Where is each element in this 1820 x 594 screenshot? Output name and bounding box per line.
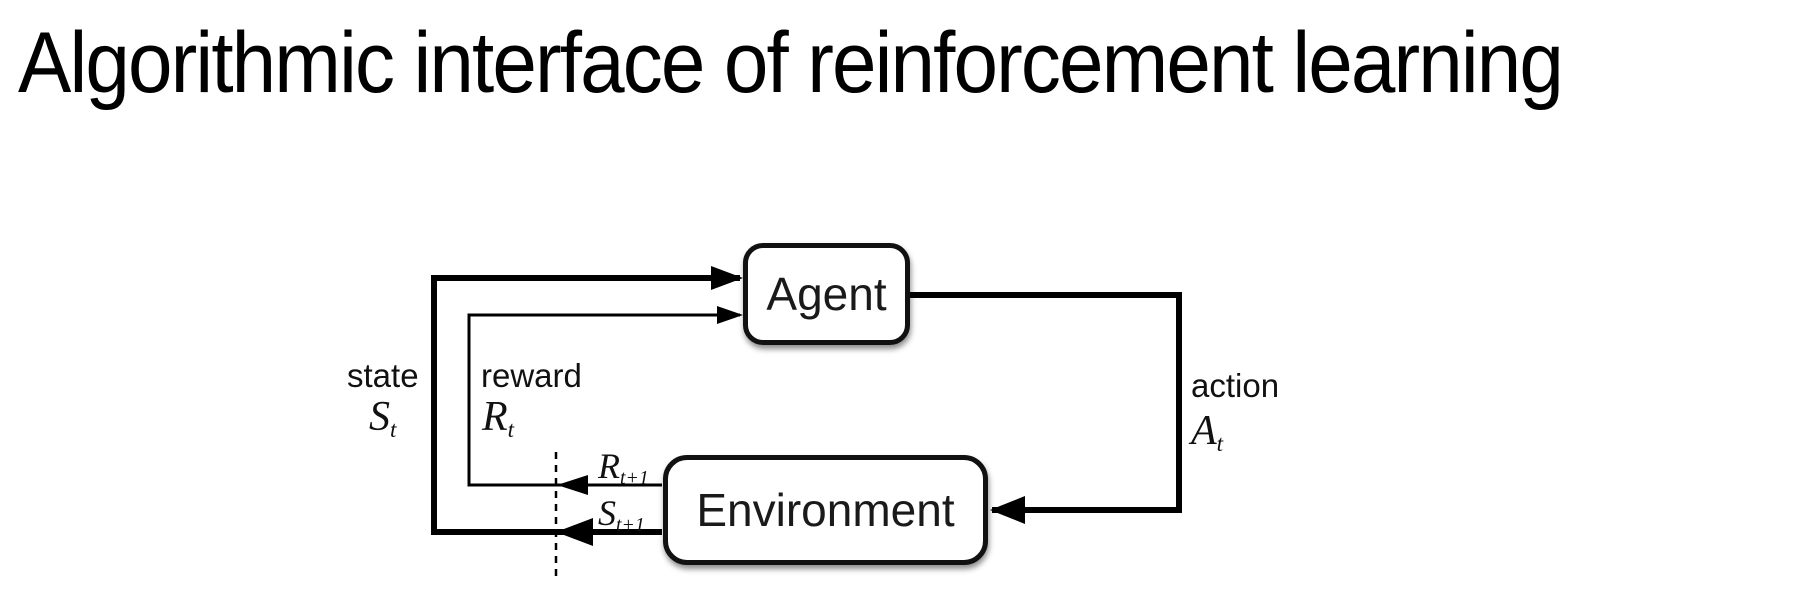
state-subscript: t — [390, 415, 397, 442]
environment-label: Environment — [696, 484, 955, 536]
arrowhead-state-into-agent-icon — [711, 266, 743, 290]
arrowhead-next-reward-icon — [557, 475, 588, 495]
next-state-subscript: t+1 — [616, 513, 645, 536]
arrowhead-next-state-icon — [556, 518, 593, 546]
reward-subscript: t — [507, 415, 515, 442]
agent-node: Agent — [743, 243, 910, 345]
state-word-label: state — [347, 357, 419, 394]
action-symbol: At — [1191, 408, 1224, 456]
action-loop-line — [908, 292, 1182, 513]
agent-label: Agent — [766, 268, 887, 320]
next-reward-subscript: t+1 — [620, 466, 649, 489]
arrowhead-reward-into-agent-icon — [717, 306, 743, 324]
next-reward-symbol: Rt+1 — [598, 446, 649, 489]
page-title: Algorithmic interface of reinforcement l… — [18, 15, 1564, 111]
environment-node: Environment — [663, 455, 988, 565]
reward-symbol: Rt — [482, 394, 515, 442]
action-word-label: action — [1191, 367, 1280, 404]
state-loop-line — [431, 275, 740, 535]
next-state-symbol: St+1 — [598, 493, 645, 536]
action-subscript: t — [1216, 429, 1224, 456]
arrowhead-action-into-environment-icon — [990, 496, 1025, 524]
reward-word-label: reward — [481, 357, 582, 394]
state-symbol: St — [369, 394, 397, 442]
